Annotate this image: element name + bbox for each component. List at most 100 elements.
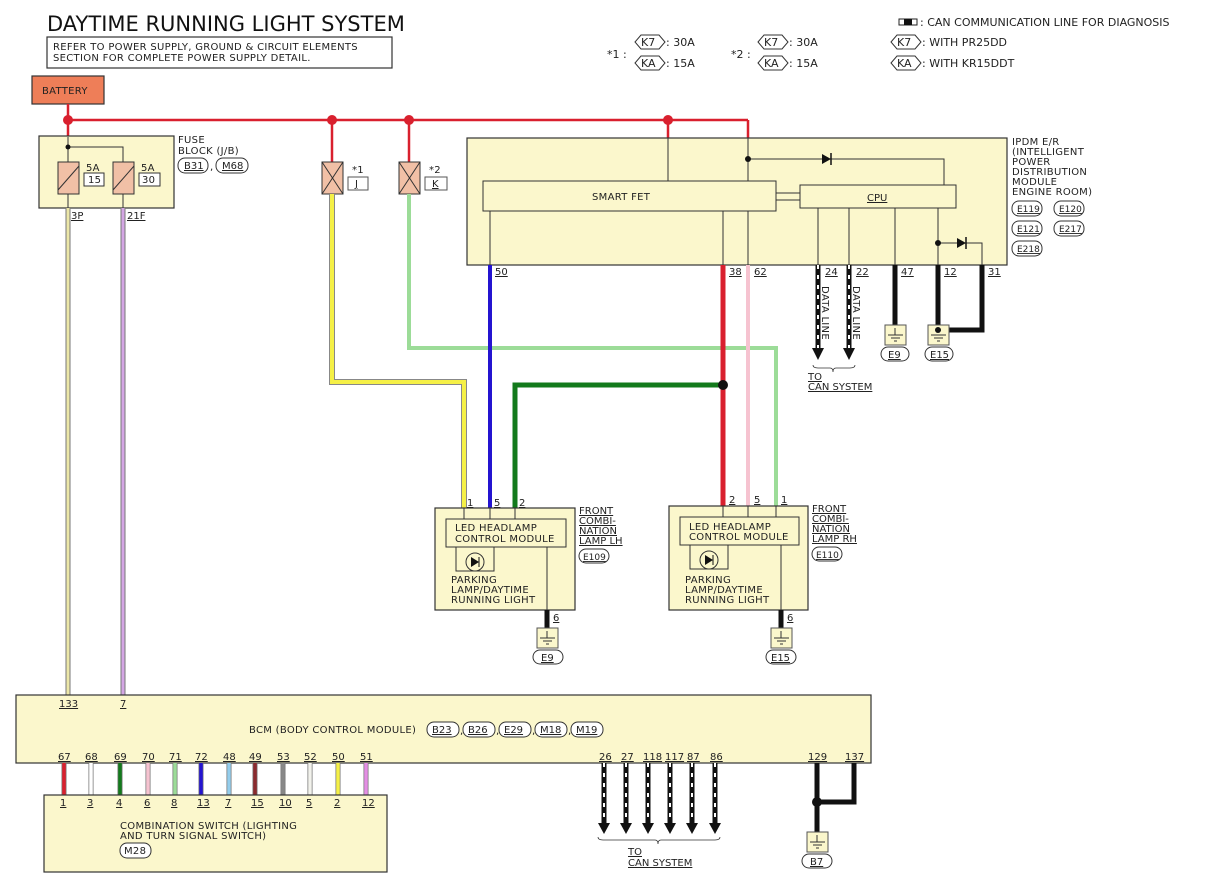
bcm-label: BCM (BODY CONTROL MODULE) xyxy=(249,725,416,736)
switch-pin-10: 10 xyxy=(279,798,292,809)
connector-E119[interactable]: E119 xyxy=(1011,200,1043,217)
svg-text:KA: KA xyxy=(641,57,656,70)
svg-text:K7: K7 xyxy=(764,36,778,49)
switch-pin-4: 4 xyxy=(116,798,122,809)
svg-text:LAMP RH: LAMP RH xyxy=(812,534,857,545)
bcm-can-pin-86: 86 xyxy=(710,752,723,763)
led-headlamp-control-module-rh xyxy=(679,516,800,546)
svg-text:M28: M28 xyxy=(124,846,146,857)
legend-variant-k7: K7 : WITH PR25DD xyxy=(890,34,1007,50)
svg-text:COMBI-: COMBI- xyxy=(579,516,616,527)
svg-text:FRONT: FRONT xyxy=(579,506,614,517)
ipdm-to-label: TO xyxy=(807,372,822,383)
ipdm-pin-62: 62 xyxy=(754,267,767,278)
note-box xyxy=(46,36,393,69)
connector-E109[interactable]: E109 xyxy=(578,548,610,564)
ground-E9-ipdm: E9 xyxy=(880,324,910,362)
bcm-pin-53: 53 xyxy=(277,752,290,763)
svg-text:PARKING: PARKING xyxy=(451,575,497,586)
led-headlamp-control-module-lh xyxy=(445,518,567,548)
svg-text:NATION: NATION xyxy=(812,524,850,535)
fusible-link-J: *1 J xyxy=(321,161,369,195)
fuse-15: 5A 15 xyxy=(57,161,105,195)
svg-text:*2: *2 xyxy=(429,165,441,176)
svg-text:M68: M68 xyxy=(222,161,243,172)
ipdm-pin-38: 38 xyxy=(729,267,742,278)
switch-pin-8: 8 xyxy=(171,798,177,809)
note-line-2: SECTION FOR COMPLETE POWER SUPPLY DETAIL… xyxy=(53,53,311,64)
lamp-rh-label: FRONT COMBI- NATION LAMP RH xyxy=(812,504,857,545)
legend-star2-k7: K7 : 30A xyxy=(757,34,818,50)
switch-pin-3: 3 xyxy=(87,798,93,809)
svg-text:KA: KA xyxy=(764,57,779,70)
switch-pin-13: 13 xyxy=(197,798,210,809)
rh-ground-pin: 6 xyxy=(787,613,793,624)
svg-text:MODULE: MODULE xyxy=(1012,177,1057,188)
svg-text:E218: E218 xyxy=(1017,245,1040,255)
switch-pin-6: 6 xyxy=(144,798,150,809)
connector-B23[interactable]: B23 xyxy=(426,721,460,738)
arrow-down-icon xyxy=(642,823,654,834)
lh-pin-1: 1 xyxy=(467,498,473,509)
bcm-pin-68: 68 xyxy=(85,752,98,763)
bcm-to-label: TO xyxy=(627,847,642,858)
cpu-label: CPU xyxy=(867,193,887,204)
fusible-link-K: *2 K xyxy=(398,161,448,195)
ground-B7: B7 xyxy=(801,831,833,869)
connector-M19[interactable]: M19 xyxy=(570,721,604,738)
switch-pin-1: 1 xyxy=(60,798,66,809)
ipdm-pin-22: 22 xyxy=(856,267,869,278)
svg-text:E121: E121 xyxy=(1017,225,1040,235)
legend-variant-ka: KA : WITH KR15DDT xyxy=(890,55,1015,71)
connector-E29[interactable]: E29 xyxy=(498,721,532,738)
bcm-pin-7: 7 xyxy=(120,699,126,710)
legend-star1-label: *1 : xyxy=(607,48,627,61)
pin-3P: 3P xyxy=(71,211,83,222)
connector-E121[interactable]: E121 xyxy=(1011,220,1043,237)
svg-text:B31: B31 xyxy=(184,161,204,172)
connector-M18[interactable]: M18 xyxy=(534,721,568,738)
switch-pin-7: 7 xyxy=(225,798,231,809)
legend-star1-ka: KA : 15A xyxy=(634,55,695,71)
can-line-icon xyxy=(904,19,912,25)
combination-switch xyxy=(43,794,388,873)
bcm-can-pin-87: 87 xyxy=(687,752,700,763)
fuse-30: 5A 30 xyxy=(112,161,161,195)
ipdm-pin-47: 47 xyxy=(901,267,914,278)
legend-star2-label: *2 : xyxy=(731,48,751,61)
diode-icon xyxy=(822,154,831,164)
battery-label: BATTERY xyxy=(42,86,88,97)
connector-E110[interactable]: E110 xyxy=(811,546,843,562)
svg-text:B7: B7 xyxy=(810,857,823,868)
connector-M28[interactable]: M28 xyxy=(119,842,152,859)
connector-E218[interactable]: E218 xyxy=(1011,240,1043,257)
ipdm-pin-24: 24 xyxy=(825,267,838,278)
bcm-pin-52: 52 xyxy=(304,752,317,763)
connector-E217[interactable]: E217 xyxy=(1053,220,1085,237)
lamp-lh-label: FRONT COMBI- NATION LAMP LH xyxy=(579,506,623,547)
svg-text:DATA LINE: DATA LINE xyxy=(819,286,830,340)
svg-text:K7: K7 xyxy=(897,36,911,49)
arrow-down-icon xyxy=(709,823,721,834)
svg-text:K: K xyxy=(432,179,439,190)
bcm-pin-133: 133 xyxy=(59,699,78,710)
svg-text:: 15A: : 15A xyxy=(666,57,695,70)
svg-text:30: 30 xyxy=(142,175,155,186)
lh-ground-pin: 6 xyxy=(553,613,559,624)
ground-E9-lh: E9 xyxy=(532,627,564,665)
svg-text:NATION: NATION xyxy=(579,526,617,537)
connector-E120[interactable]: E120 xyxy=(1053,200,1085,217)
svg-text:E15: E15 xyxy=(771,653,790,664)
connector-B26[interactable]: B26 xyxy=(462,721,496,738)
connector-M68[interactable]: M68 xyxy=(215,157,249,174)
svg-text:FRONT: FRONT xyxy=(812,504,847,515)
svg-text:KA: KA xyxy=(897,57,912,70)
smart-fet-label: SMART FET xyxy=(592,192,651,203)
switch-wires xyxy=(61,763,369,795)
connector-B31[interactable]: B31 xyxy=(177,157,209,174)
bcm-can-system-label: CAN SYSTEM xyxy=(628,858,692,869)
bcm-pin-48: 48 xyxy=(223,752,236,763)
svg-text:LED HEADLAMP: LED HEADLAMP xyxy=(689,522,771,533)
fuse-block-label-1: FUSE xyxy=(178,135,205,146)
